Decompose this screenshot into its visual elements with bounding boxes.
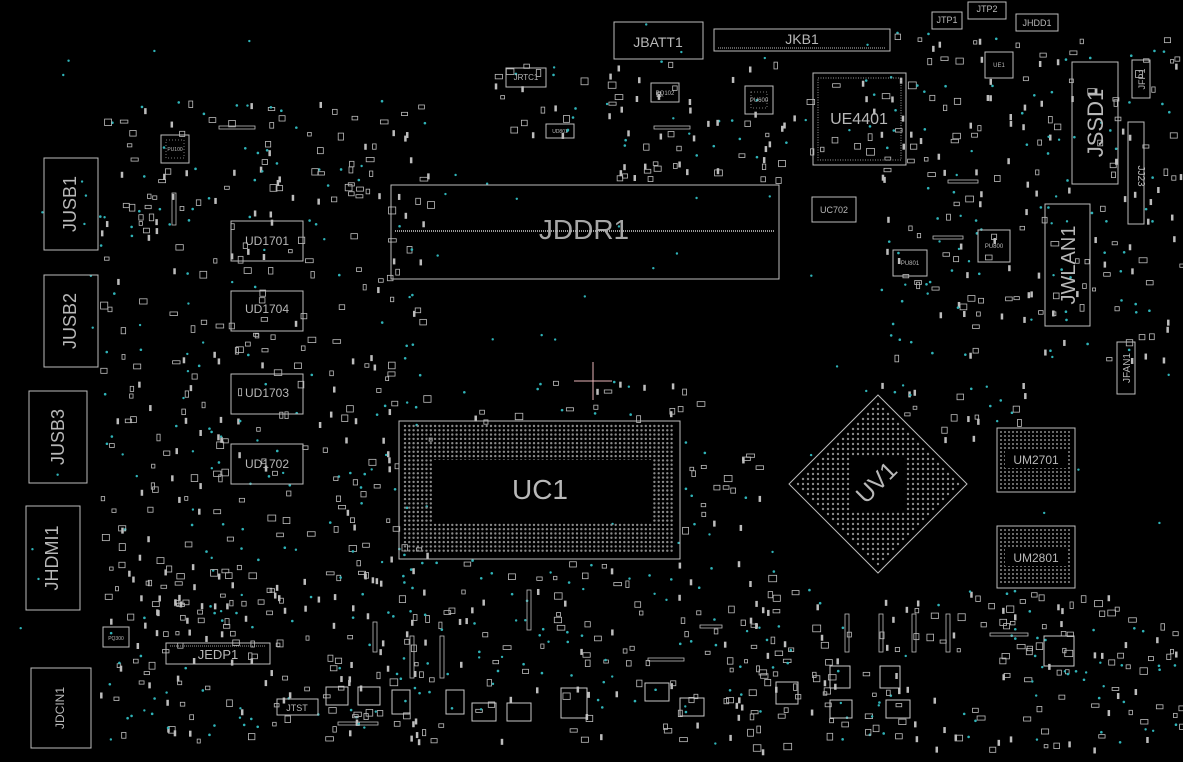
component-jbatt1[interactable]: JBATT1 xyxy=(613,21,704,60)
jbatt1-label: JBATT1 xyxy=(633,34,683,50)
component-ud1701[interactable]: UD1701 xyxy=(230,220,304,262)
component-um2801[interactable]: UM2801 xyxy=(996,525,1076,589)
jtp1-label: JTP1 xyxy=(936,15,957,25)
component-jfan1[interactable]: JFAN1 xyxy=(1116,341,1136,395)
component-ud801[interactable]: UD801 xyxy=(545,123,575,139)
component-ud1703[interactable]: UD1703 xyxy=(230,373,304,415)
component-pq300[interactable]: PQ300 xyxy=(102,626,130,648)
ud1702-label: UD1702 xyxy=(245,457,289,471)
ud801-label: UD801 xyxy=(552,129,568,135)
jkb1-label: JKB1 xyxy=(785,31,819,47)
jssd1-label: JSSD1 xyxy=(1083,89,1108,157)
um2701-label: UM2701 xyxy=(1013,453,1059,467)
component-jkb1[interactable]: JKB1 xyxy=(713,28,891,52)
jj23-label: JJ23 xyxy=(1135,165,1146,187)
ud1704-label: UD1704 xyxy=(245,302,289,316)
component-pu800[interactable]: PU800 xyxy=(977,229,1011,263)
component-jwlan1[interactable]: JWLAN1 xyxy=(1044,203,1091,327)
jddr1-label: JDDR1 xyxy=(539,214,629,245)
component-jssd1[interactable]: JSSD1 xyxy=(1071,61,1119,185)
um2801-label: UM2801 xyxy=(1013,551,1059,565)
component-ue1[interactable]: UE1 xyxy=(984,51,1014,79)
component-pq102[interactable]: PQ102 xyxy=(650,82,680,103)
crosshair-cursor-icon xyxy=(574,362,612,400)
jfan1-label: JFAN1 xyxy=(1122,353,1133,383)
component-jhdd1[interactable]: JHDD1 xyxy=(1015,13,1059,32)
jusb1-label: JUSB1 xyxy=(60,176,80,232)
component-pu100[interactable]: PU100 xyxy=(160,134,190,164)
small-parts-layer xyxy=(19,23,1183,756)
component-ud1704[interactable]: UD1704 xyxy=(230,290,304,332)
component-jhdmi1[interactable]: JHDMI1 xyxy=(25,505,81,611)
ud1703-label: UD1703 xyxy=(245,386,289,400)
component-jddr1[interactable]: JDDR1 xyxy=(390,184,780,280)
jwlan1-label: JWLAN1 xyxy=(1058,226,1080,305)
component-jtst[interactable]: JTST xyxy=(276,698,319,716)
component-jrtc1[interactable]: JRTC1 xyxy=(505,67,547,88)
pq102-label: PQ102 xyxy=(656,91,675,97)
pq300-label: PQ300 xyxy=(108,636,124,642)
component-jusb3[interactable]: JUSB3 xyxy=(28,390,88,484)
ud1701-label: UD1701 xyxy=(245,234,289,248)
jtst-label: JTST xyxy=(286,703,308,713)
uc702-label: UC702 xyxy=(820,205,848,215)
component-jusb2[interactable]: JUSB2 xyxy=(43,274,99,368)
component-jfp1[interactable]: JFP1 xyxy=(1131,59,1151,99)
component-pu600[interactable]: PU600 xyxy=(744,85,774,115)
jhdmi1-label: JHDMI1 xyxy=(42,525,62,590)
jrtc1-label: JRTC1 xyxy=(514,73,539,82)
jedp1-label: JEDP1 xyxy=(198,647,238,662)
uc1-label: UC1 xyxy=(512,474,568,505)
pu801-label: PU801 xyxy=(901,261,920,267)
component-uc702[interactable]: UC702 xyxy=(811,196,857,223)
component-pu801[interactable]: PU801 xyxy=(892,249,928,277)
jtp2-label: JTP2 xyxy=(976,4,997,14)
ue1-label: UE1 xyxy=(993,63,1005,69)
component-um2701[interactable]: UM2701 xyxy=(996,427,1076,493)
component-jdcin1[interactable]: JDCIN1 xyxy=(30,667,92,749)
component-jusb1[interactable]: JUSB1 xyxy=(43,157,99,251)
jfp1-label: JFP1 xyxy=(1137,68,1147,89)
pu800-label: PU800 xyxy=(985,244,1004,250)
jdcin1-label: JDCIN1 xyxy=(53,687,67,729)
pu100-label: PU100 xyxy=(167,147,183,153)
component-jtp2[interactable]: JTP2 xyxy=(967,1,1007,20)
jhdd1-label: JHDD1 xyxy=(1022,18,1051,28)
component-jedp1[interactable]: JEDP1 xyxy=(165,642,271,665)
component-ud1702[interactable]: UD1702 xyxy=(230,443,304,485)
component-ue4401[interactable]: UE4401 xyxy=(812,72,907,166)
component-jj23[interactable]: JJ23 xyxy=(1127,121,1146,225)
component-jtp1[interactable]: JTP1 xyxy=(931,11,963,30)
component-uc1[interactable]: UC1 xyxy=(398,420,681,560)
pu600-label: PU600 xyxy=(750,98,769,104)
uv1-ball-grid xyxy=(796,402,960,566)
jusb3-label: JUSB3 xyxy=(48,409,68,465)
jusb2-label: JUSB2 xyxy=(60,293,80,349)
ue4401-label: UE4401 xyxy=(830,111,888,128)
